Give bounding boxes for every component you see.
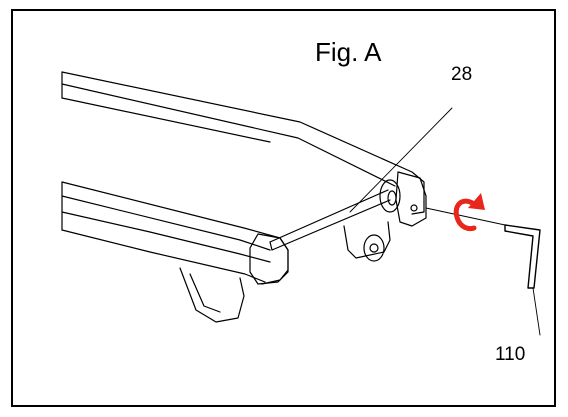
clockwise-arrow-icon (453, 193, 485, 232)
callout-28-leader (349, 107, 453, 213)
bolt-axis-line (425, 207, 506, 226)
front-end-cap (249, 233, 289, 285)
figure-title: Fig. A (315, 37, 382, 67)
rear-wheel-bracket (343, 221, 391, 262)
front-side-rail (61, 181, 289, 285)
figure-frame (11, 9, 556, 407)
rear-end-cap (395, 171, 427, 227)
rear-roller (269, 179, 401, 251)
callout-110-leader (532, 287, 541, 336)
front-foot (179, 267, 245, 323)
callout-label-110: 110 (495, 344, 526, 365)
callout-label-28: 28 (451, 64, 473, 85)
rear-side-rail (61, 71, 425, 215)
hex-wrench (504, 224, 541, 289)
